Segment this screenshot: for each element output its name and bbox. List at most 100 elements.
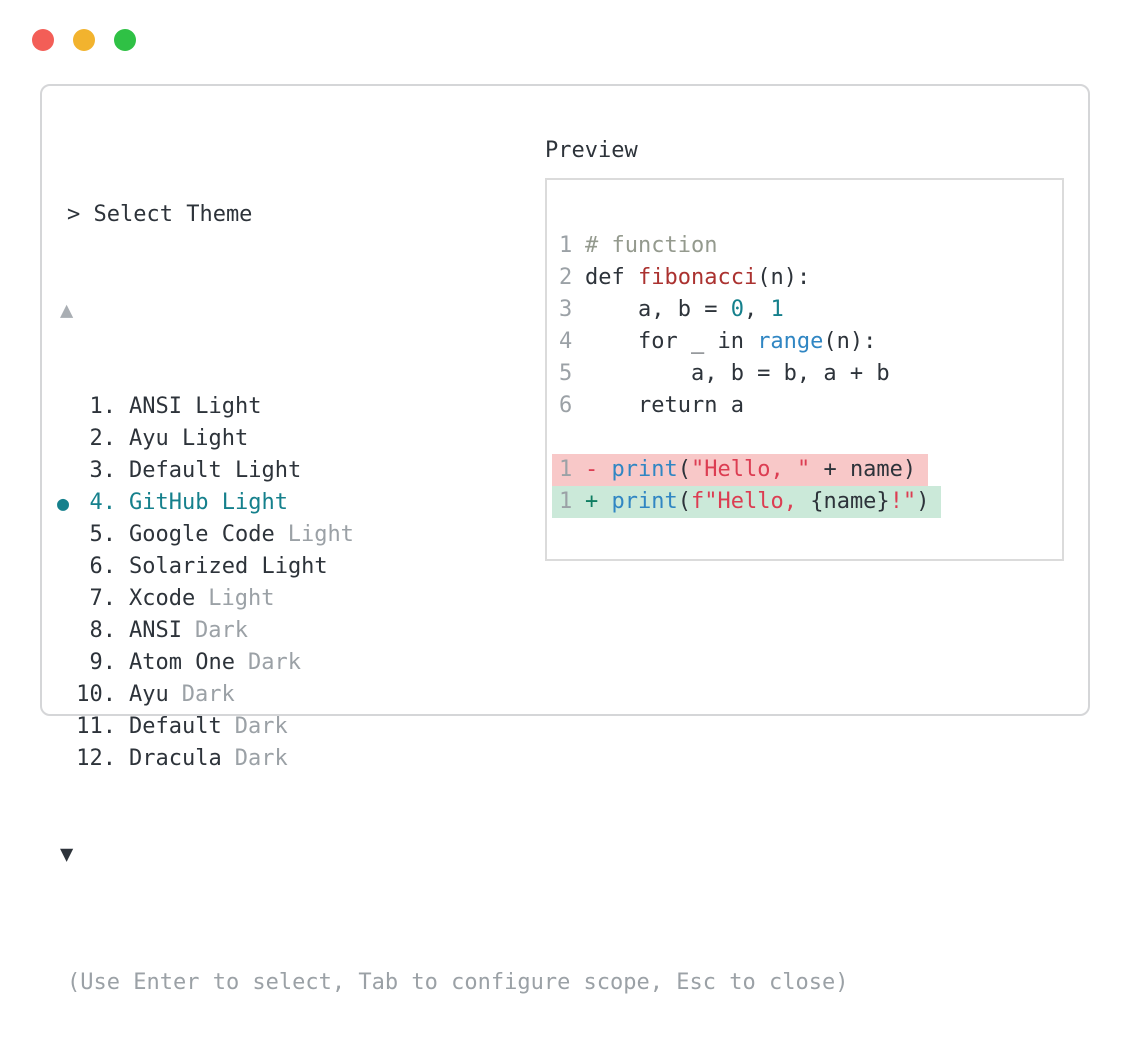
- theme-item-name: Xcode: [129, 586, 196, 611]
- code-token-plain: a, b = b, a + b: [585, 361, 890, 386]
- code-token-diff-ins-sign: +: [585, 489, 612, 514]
- theme-list: 1. ANSI Light 2. Ayu Light 3. Default Light ● 4…: [57, 391, 537, 775]
- theme-item-number: 11.: [76, 714, 116, 739]
- theme-list-item[interactable]: 3. Default Light: [67, 455, 537, 487]
- code-token-plain: (: [677, 489, 691, 514]
- code-token-plain: for _ in: [585, 329, 758, 354]
- theme-list-item[interactable]: 6. Solarized Light: [67, 551, 537, 583]
- code-token-plain: (: [677, 457, 691, 482]
- theme-item-name: Dracula: [129, 746, 222, 771]
- theme-item-number: 3.: [89, 458, 117, 483]
- scroll-up-icon[interactable]: ▲: [60, 298, 74, 323]
- theme-item-variant-suffix: Light: [287, 522, 354, 547]
- code-token-string: !": [889, 489, 917, 514]
- theme-item-variant-suffix: Dark: [247, 650, 301, 675]
- theme-list-item[interactable]: 1. ANSI Light: [67, 391, 537, 423]
- code-token-string: "Hello, ": [690, 457, 811, 482]
- theme-picker-column: > Select Theme ▲ 1. ANSI Light 2. Ayu Light…: [57, 135, 849, 1063]
- theme-item-number: 10.: [76, 682, 116, 707]
- line-number: 3: [559, 297, 573, 322]
- code-token-plain: def: [585, 265, 638, 290]
- theme-list-item[interactable]: 11. Default Dark: [67, 711, 537, 743]
- theme-list-item[interactable]: 7. Xcode Light: [67, 583, 537, 615]
- theme-item-variant-suffix: Dark: [181, 682, 235, 707]
- theme-item-number: 4.: [89, 490, 117, 515]
- code-line: [559, 422, 1052, 454]
- code-token-builtin: print: [611, 489, 678, 514]
- theme-list-item[interactable]: ● 4. GitHub Light: [57, 487, 537, 519]
- theme-list-item[interactable]: 2. Ayu Light: [67, 423, 537, 455]
- code-token-plain: return a: [585, 393, 744, 418]
- theme-item-number: 7.: [89, 586, 117, 611]
- keyboard-help-text: (Use Enter to select, Tab to configure s…: [67, 970, 849, 995]
- theme-item-name: ANSI Light: [129, 394, 262, 419]
- theme-item-name: Ayu Light: [129, 426, 249, 451]
- theme-item-name: Solarized Light: [129, 554, 328, 579]
- code-token-builtin: print: [611, 457, 678, 482]
- theme-list-item[interactable]: 9. Atom One Dark: [67, 647, 537, 679]
- code-token-plain: ): [916, 489, 930, 514]
- theme-item-number: 5.: [89, 522, 117, 547]
- zoom-window-button[interactable]: [114, 29, 136, 51]
- code-token-plain: + name): [810, 457, 917, 482]
- close-window-button[interactable]: [32, 29, 54, 51]
- window-controls: [32, 29, 136, 51]
- line-number: 1: [559, 233, 573, 258]
- theme-item-variant-suffix: Light: [208, 586, 275, 611]
- theme-item-name: Default Light: [129, 458, 302, 483]
- diff-added-highlight: 1 + print(f"Hello, {name}!"): [552, 486, 942, 518]
- minimize-window-button[interactable]: [73, 29, 95, 51]
- theme-item-variant-suffix: Dark: [194, 618, 248, 643]
- theme-item-variant-suffix: Dark: [234, 714, 288, 739]
- preview-label: Preview: [545, 138, 638, 163]
- code-token-plain: (n):: [757, 265, 811, 290]
- line-number: 2: [559, 265, 573, 290]
- code-token-string: f"Hello,: [690, 489, 811, 514]
- theme-item-number: 12.: [76, 746, 116, 771]
- line-number: 4: [559, 329, 573, 354]
- theme-list-item[interactable]: 10. Ayu Dark: [67, 679, 537, 711]
- theme-item-name: Google Code: [129, 522, 275, 547]
- select-theme-prompt: > Select Theme: [67, 202, 253, 227]
- theme-item-number: 2.: [89, 426, 117, 451]
- theme-item-number: 9.: [89, 650, 117, 675]
- selected-item-bullet-icon: ●: [57, 491, 70, 515]
- code-line: 3 a, b = 0, 1: [559, 294, 1052, 326]
- theme-item-name: Ayu: [129, 682, 169, 707]
- theme-list-item[interactable]: 12. Dracula Dark: [67, 743, 537, 775]
- theme-item-name: ANSI: [129, 618, 182, 643]
- theme-item-number: 6.: [89, 554, 117, 579]
- diff-removed-highlight: 1- print("Hello, " + name): [552, 454, 929, 486]
- theme-selector-window: > Select Theme ▲ 1. ANSI Light 2. Ayu Light…: [40, 84, 1090, 995]
- code-token-plain: {name}: [810, 489, 890, 514]
- theme-item-name: Atom One: [129, 650, 235, 675]
- code-token-plain: ,: [743, 297, 771, 322]
- code-line: 6 return a: [559, 390, 1052, 422]
- code-line: 5 a, b = b, a + b: [559, 358, 1052, 390]
- theme-item-name: GitHub Light: [129, 490, 288, 515]
- code-line: 1 # function: [559, 230, 1052, 262]
- code-token-number: 1: [770, 297, 784, 322]
- theme-item-name: Default: [129, 714, 222, 739]
- line-number: 5: [559, 361, 573, 386]
- code-token-comment: # function: [585, 233, 718, 258]
- code-line: 4 for _ in range(n):: [559, 326, 1052, 358]
- code-token-builtin: range: [757, 329, 824, 354]
- code-token-function: fibonacci: [637, 265, 758, 290]
- theme-list-item[interactable]: 8. ANSI Dark: [67, 615, 537, 647]
- diff-code-line: 1 + print(f"Hello, {name}!"): [552, 486, 1052, 518]
- theme-item-variant-suffix: Dark: [234, 746, 288, 771]
- scroll-down-icon[interactable]: ▼: [60, 842, 74, 867]
- theme-item-number: 1.: [89, 394, 117, 419]
- code-token-number: 0: [730, 297, 744, 322]
- line-number: 6: [559, 393, 573, 418]
- line-number: 1: [559, 457, 573, 482]
- diff-code-line: 1- print("Hello, " + name): [552, 454, 1052, 486]
- code-token-plain: a, b =: [585, 297, 731, 322]
- code-token-plain: (n):: [823, 329, 877, 354]
- code-token-diff-del-sign: -: [585, 457, 612, 482]
- theme-list-item[interactable]: 5. Google Code Light: [67, 519, 537, 551]
- theme-item-number: 8.: [89, 618, 117, 643]
- line-number: 1: [559, 489, 573, 514]
